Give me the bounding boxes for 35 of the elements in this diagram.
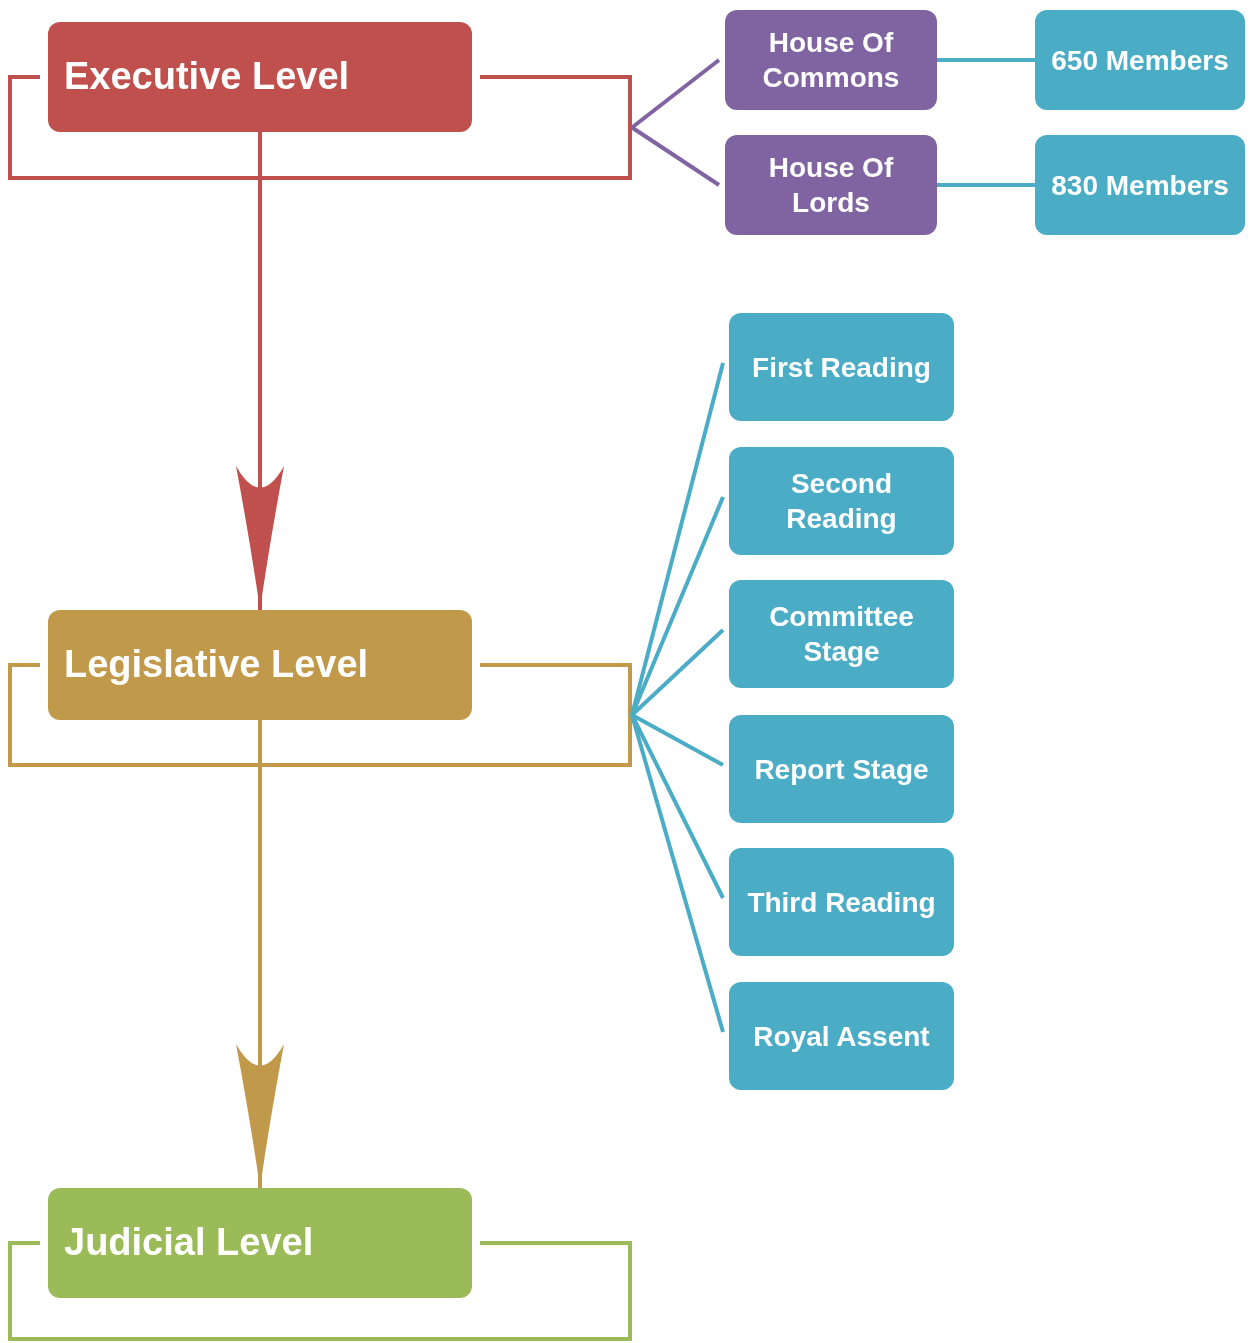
step-box xyxy=(729,848,954,956)
box-label: Third Reading xyxy=(747,885,936,920)
step-box xyxy=(729,982,954,1090)
level-box xyxy=(48,22,472,132)
step-box xyxy=(729,580,954,688)
box-label: Second Reading xyxy=(785,467,898,536)
connector-line xyxy=(630,714,725,1033)
step-box xyxy=(1035,135,1245,235)
step-box xyxy=(725,135,937,235)
box-label: House Of Lords xyxy=(767,151,895,220)
box-label: 650 Members xyxy=(1051,43,1229,78)
box-label: Report Stage xyxy=(754,752,929,787)
box-label: Committee Stage xyxy=(768,600,915,669)
connector-line xyxy=(630,58,721,130)
step-box xyxy=(729,313,954,421)
box-label: First Reading xyxy=(752,350,931,385)
connector-line xyxy=(937,183,1035,187)
step-box xyxy=(725,10,937,110)
connector-line xyxy=(631,713,724,767)
box-label: Royal Assent xyxy=(753,1019,930,1054)
box-label: Legislative Level xyxy=(64,642,369,688)
step-box xyxy=(729,447,954,555)
connector-line xyxy=(937,58,1035,62)
connector-line xyxy=(630,714,725,899)
level-box xyxy=(48,610,472,720)
connector-line xyxy=(630,362,725,716)
connector-line xyxy=(630,496,725,716)
box-label: House Of Commons xyxy=(761,26,901,95)
step-box xyxy=(1035,10,1245,110)
step-box xyxy=(729,715,954,823)
level-box xyxy=(48,1188,472,1298)
box-label: Judicial Level xyxy=(64,1220,314,1266)
box-label: 830 Members xyxy=(1051,168,1229,203)
box-label: Executive Level xyxy=(64,54,350,100)
connector-line xyxy=(630,125,721,187)
